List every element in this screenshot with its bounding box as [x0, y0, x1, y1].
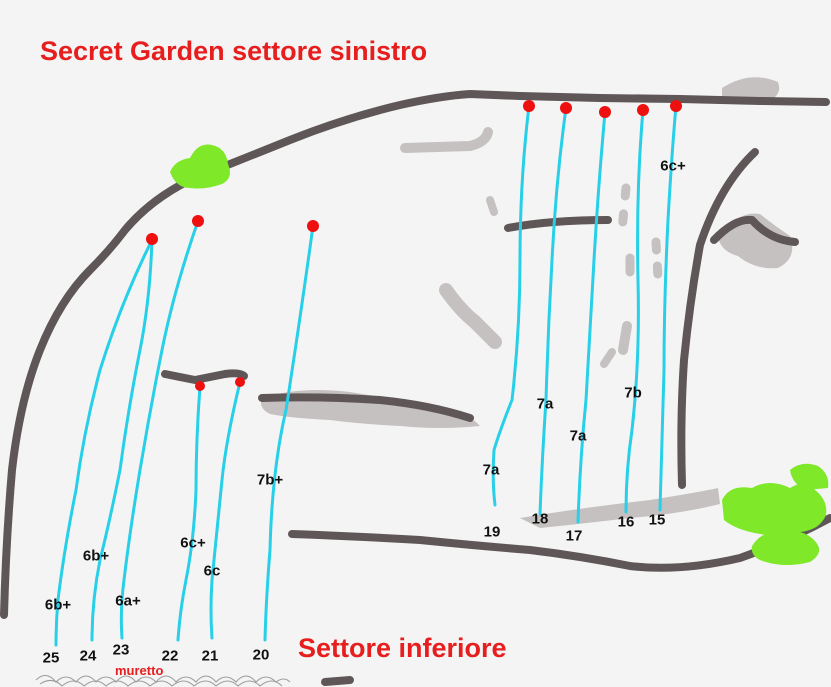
route-number-20: 20 — [252, 646, 270, 664]
route-grade-23: 6a+ — [115, 592, 141, 610]
route-line-17 — [576, 110, 607, 524]
route-number-22: 22 — [161, 647, 179, 665]
vegetation-top-left — [170, 144, 230, 189]
sector-title: Secret Garden settore sinistro — [40, 36, 428, 66]
route-line-15 — [658, 104, 678, 512]
anchor-20 — [307, 220, 319, 232]
route-number-18: 18 — [531, 510, 549, 528]
crack-6 — [600, 348, 616, 368]
route-grade-21: 6c — [203, 562, 221, 580]
right-boulder-edge — [710, 215, 799, 246]
route-number-23: 23 — [112, 641, 130, 659]
route-line-24 — [90, 238, 154, 642]
base-stub — [321, 676, 354, 686]
anchor-24-25 — [146, 233, 158, 245]
anchor-17 — [599, 106, 611, 118]
route-line-19 — [491, 104, 531, 507]
vegetation-right-2 — [751, 531, 820, 565]
route-grade-15: 6c+ — [660, 157, 686, 175]
route-number-19: 19 — [483, 523, 501, 541]
route-grade-24: 6b+ — [82, 547, 110, 565]
anchor-18 — [560, 102, 572, 114]
route-line-21 — [209, 380, 242, 640]
crack-3 — [617, 183, 631, 235]
crack-5 — [618, 321, 632, 355]
route-line-18 — [538, 106, 568, 516]
right-crack-line — [677, 148, 759, 489]
crack-4 — [651, 237, 663, 283]
route-grade-17: 7a — [569, 427, 587, 445]
route-grade-16: 7b — [624, 384, 642, 402]
horizontal-ledge-left — [161, 369, 248, 384]
anchor-15 — [670, 100, 682, 112]
anchor-23 — [192, 215, 204, 227]
horizontal-ledge-right — [504, 216, 612, 232]
crack-2 — [439, 283, 502, 349]
route-grade-25: 6b+ — [44, 596, 72, 614]
route-number-16: 16 — [617, 513, 635, 531]
lower-sector-title: Settore inferiore — [298, 633, 507, 663]
cliff-outline — [0, 90, 830, 619]
middle-ledge-top — [258, 393, 474, 422]
anchor-21 — [235, 377, 245, 387]
anchor-19 — [523, 100, 535, 112]
route-number-17: 17 — [565, 527, 583, 545]
route-line-25 — [54, 238, 154, 647]
route-line-20 — [263, 224, 315, 642]
route-line-23 — [119, 219, 200, 640]
vegetation-right-1 — [722, 483, 827, 536]
boulder-bottom-shelf — [520, 488, 720, 528]
wall-label: muretto — [115, 663, 164, 678]
route-grade-20: 7b+ — [256, 471, 284, 489]
route-grade-18: 7a — [536, 395, 554, 413]
route-number-24: 24 — [79, 647, 97, 665]
crack-1 — [400, 127, 493, 153]
boulder-right-block — [718, 213, 793, 269]
route-number-25: 25 — [42, 649, 60, 667]
route-grade-19: 7a — [482, 461, 500, 479]
route-number-15: 15 — [648, 511, 666, 529]
vegetation-right-3 — [790, 463, 829, 490]
anchor-16 — [637, 104, 649, 116]
anchor-22 — [195, 381, 205, 391]
route-number-21: 21 — [201, 647, 219, 665]
route-line-22 — [176, 384, 202, 642]
muretto-wall — [35, 675, 291, 687]
crack-7 — [486, 196, 498, 216]
route-line-16 — [624, 108, 645, 514]
route-grade-22: 6c+ — [180, 534, 206, 552]
lower-terrace — [288, 514, 831, 572]
